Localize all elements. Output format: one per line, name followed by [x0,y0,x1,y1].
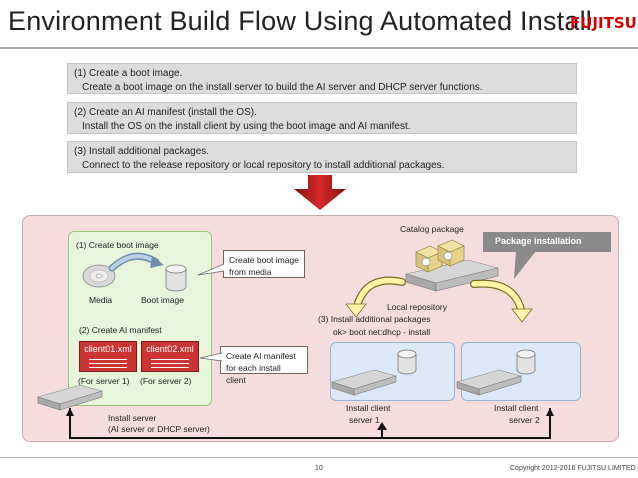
step-2-box: (2) Create an AI manifest (install the O… [67,102,577,134]
manifest-client02-label: client02.xml [146,344,194,354]
manifest-client02: client02.xml [141,341,199,372]
manifest-client01: client01.xml [79,341,137,372]
create-boot-image-arrow-icon [108,252,164,272]
install-server-role-label: (AI server or DHCP server) [108,424,210,434]
callout-manifest-pointer [199,352,222,362]
step-2-label: (2) Create AI manifest [79,325,162,335]
step-1-box: (1) Create a boot image. Create a boot i… [67,63,577,94]
install-client-1-number: server 1 [349,415,380,425]
install-client-1-server-icon [330,369,398,396]
local-repository-label: Local repository [387,302,448,312]
install-client-2-server-icon [455,369,523,396]
boot-image-cylinder-icon [165,264,187,292]
step-3-title: (3) Install additional packages. [74,146,210,157]
package-installation-pointer [514,251,536,279]
for-server-1-label: (For server 1) [78,376,130,386]
install-server-area [68,231,212,406]
callout-boot-line-2: from media [229,267,272,277]
media-disc-icon [82,264,116,288]
package-to-client2-arrow-icon [470,279,533,323]
step-3-label: (3) Install additional packages [318,314,431,324]
fujitsu-logo: FUJITSU [570,14,637,32]
install-server-icon [36,384,104,411]
install-client-2-number: server 2 [509,415,540,425]
manifest-client01-label: client01.xml [84,344,132,354]
client-2-disk-icon [516,349,536,375]
step-3-description: Connect to the release repository or loc… [82,160,445,171]
for-server-2-label: (For server 2) [140,376,192,386]
step-2-title: (2) Create an AI manifest (install the O… [74,107,257,118]
page-number: 10 [315,465,323,472]
local-repository-server-icon [404,239,499,292]
network-connection-line [66,408,554,439]
footer-divider [0,457,638,458]
boot-image-label: Boot image [141,295,184,305]
callout-create-ai-manifest: Create AI manifest for each install clie… [220,346,308,385]
package-installation-badge: Package installation [483,232,611,252]
title-divider [0,47,638,49]
step-3-box: (3) Install additional packages. Connect… [67,141,577,173]
callout-manifest-line-2: for each install client [226,363,281,385]
client-1-disk-icon [397,349,417,375]
step-2-description: Install the OS on the install client by … [82,121,411,132]
catalog-package-label: Catalog package [400,224,464,234]
install-server-label: Install server [108,413,157,423]
callout-boot-line-1: Create boot image [229,255,299,265]
install-client-1-label: Install client [346,403,391,413]
step-1-description: Create a boot image on the install serve… [82,82,483,93]
callout-boot-pointer [197,263,224,276]
media-label: Media [89,295,113,305]
flow-down-arrow-icon [294,175,346,210]
package-to-client1-arrow-icon [345,276,406,318]
copyright-text: Copyright 2012-2016 FUJITSU LIMITED [510,465,636,472]
callout-create-boot-image: Create boot image from media [223,250,305,278]
page-title: Environment Build Flow Using Automated I… [8,6,592,36]
step-1-title: (1) Create a boot image. [74,68,183,79]
install-client-2-label: Install client [494,403,539,413]
step-1-label: (1) Create boot image [76,240,159,250]
boot-command: ok> boot net:dhcp - install [333,327,431,337]
callout-manifest-line-1: Create AI manifest [226,351,296,361]
